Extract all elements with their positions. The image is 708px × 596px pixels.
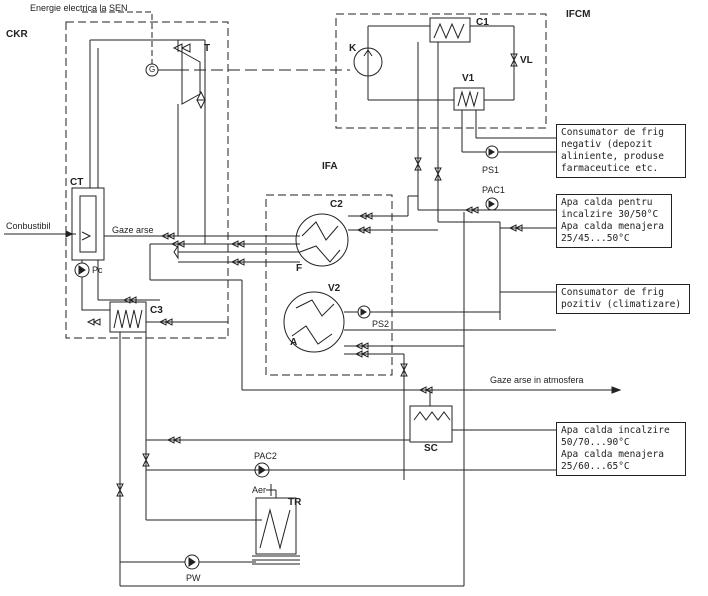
- consumer-line: pozitiv (climatizare): [561, 299, 682, 310]
- c1-top-label: C1: [476, 17, 489, 28]
- consumer-line: Apa calda menajera: [561, 449, 664, 460]
- consumer-line: negativ (depozit: [561, 139, 653, 150]
- consumer-line: Consumator de frig: [561, 127, 664, 138]
- ifcm-label: IFCM: [566, 9, 591, 20]
- g-label: G: [149, 65, 156, 74]
- turbine: [181, 51, 201, 105]
- ct-label: CT: [70, 177, 84, 188]
- sen-label: Energie electrica la SEN: [30, 3, 128, 13]
- pc-label: Pc: [92, 265, 103, 275]
- ckr-label: CKR: [6, 29, 28, 40]
- c3-label: C3: [150, 305, 163, 316]
- sc-exchanger: [409, 405, 453, 443]
- c1-condenser: [429, 17, 471, 43]
- ifcm-boundary: [335, 13, 547, 129]
- t-label: T: [204, 43, 211, 54]
- ckr-boundary: [65, 21, 229, 339]
- consumer-line: Apa calda pentru: [561, 197, 653, 208]
- f-label: F: [296, 263, 303, 274]
- c2-label: C2: [330, 199, 343, 210]
- gaze-atmosfera-label: Gaze arse in atmosfera: [490, 375, 584, 385]
- consumer-apa-calda-2: Apa calda incalzire 50/70...90°C Apa cal…: [556, 422, 686, 476]
- a-label: A: [290, 337, 298, 348]
- pac2-label: PAC2: [254, 451, 277, 461]
- consumer-line: Apa calda incalzire: [561, 425, 670, 436]
- aer-label: Aer: [252, 485, 267, 495]
- pac1-label: PAC1: [482, 185, 505, 195]
- ifa-label: IFA: [322, 161, 338, 172]
- v2-label: V2: [328, 283, 341, 294]
- consumer-frig-negativ: Consumator de frig negativ (depozit alin…: [556, 124, 686, 178]
- v2-evaporator: [283, 291, 345, 353]
- sen-line: [82, 11, 153, 64]
- consumer-apa-calda-1: Apa calda pentru incalzire 30/50°C Apa c…: [556, 194, 672, 248]
- consumer-line: incalzire 30/50°C: [561, 209, 659, 220]
- k-label: K: [349, 43, 357, 54]
- ps2-label: PS2: [372, 319, 390, 329]
- ifa-boundary: [265, 194, 393, 376]
- consumer-line: farmaceutice etc.: [561, 163, 659, 174]
- v1-label: V1: [462, 73, 475, 84]
- pac1-pump: [485, 197, 499, 211]
- pac2-pump: [254, 462, 270, 478]
- consumer-line: 25/45...50°C: [561, 233, 630, 244]
- ct-boiler: [71, 187, 105, 261]
- consumer-line: Consumator de frig: [561, 287, 664, 298]
- consumer-line: aliniente, produse: [561, 151, 664, 162]
- pw-label: PW: [186, 573, 201, 583]
- consumer-line: 50/70...90°C: [561, 437, 630, 448]
- tr-label: TR: [288, 497, 302, 508]
- consumer-line: 25/60...65°C: [561, 461, 630, 472]
- ps1-label: PS1: [482, 165, 500, 175]
- c2-generator: [295, 213, 349, 267]
- v1-evaporator: [453, 87, 485, 111]
- combustibil-label: Conbustibil: [6, 221, 51, 231]
- sc-label: SC: [424, 443, 438, 454]
- consumer-line: Apa calda menajera: [561, 221, 664, 232]
- vl-label: VL: [520, 55, 533, 66]
- gaze-arse-label: Gaze arse: [112, 225, 154, 235]
- consumer-frig-pozitiv: Consumator de frig pozitiv (climatizare): [556, 284, 690, 314]
